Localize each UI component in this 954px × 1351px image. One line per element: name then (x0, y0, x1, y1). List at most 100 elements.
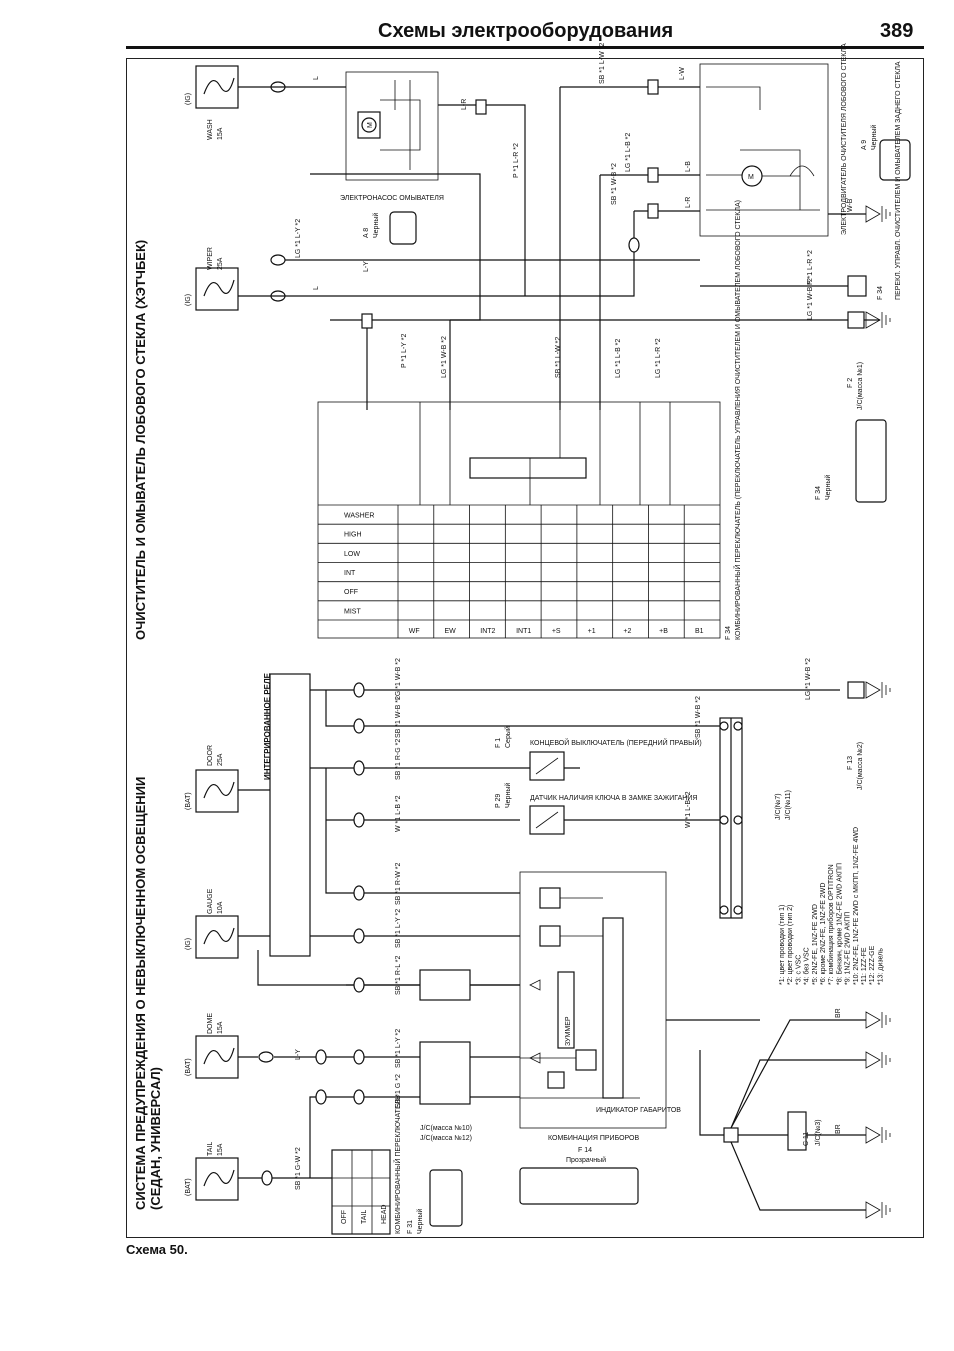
wire-lr: L-R (461, 99, 468, 110)
key-sensor: P 29 Черный ДАТЧИК НАЛИЧИЯ КЛЮЧА В ЗАМКЕ… (495, 783, 697, 835)
fuse-dome-rating: 15A (217, 1021, 224, 1034)
wire-sb-lw-2: SB *1 L-W *2 (555, 337, 562, 378)
wire-sb-rl: SB *1 R-L *2 (395, 955, 402, 995)
footnote: *7: комбинация приборов OPTITRON (827, 864, 835, 985)
fuse-connectors (270, 81, 286, 302)
ground-symbols (865, 1011, 891, 1219)
table-row-label: MIST (344, 608, 361, 615)
footnote: *11: 1ZZ-FE (861, 947, 868, 985)
footnote: *8: Бензин, кроме 1NZ-FE 2WD АКПП (836, 863, 843, 985)
diagram-frame (126, 58, 924, 1238)
rear-wiper-switch: P *1 L-R *2 ПЕРЕКЛ. УПРАВЛ. ОЧИСТИТЕЛЕМ … (700, 61, 902, 300)
jc-n11-label: J/C(№11) (785, 790, 792, 820)
fuse-gauge-rating: 10A (217, 901, 224, 914)
fuse-door: (BAT) DOOR 25A (185, 745, 239, 813)
combo-switch-conn: F 34 (725, 626, 732, 640)
light-switch: OFF TAIL HEAD КОМБИНИРОВАННЫЙ ПЕРЕКЛЮЧАТ… (331, 1095, 463, 1235)
fuse-tail: (BAT) TAIL 15A (185, 1142, 239, 1201)
wire-lr-2: L-R (685, 197, 692, 208)
fuse-gauge: (IG) GAUGE 10A (185, 888, 239, 959)
wiper-motor-label: ЭЛЕКТРОДВИГАТЕЛЬ ОЧИСТИТЕЛЯ ЛОБОВОГО СТЕ… (841, 43, 848, 235)
wire-lg-ly: LG *1 L-Y *2 (295, 219, 302, 258)
integrated-relay: ИНТЕГРИРОВАННОЕ РЕЛЕ (238, 672, 520, 986)
wire-w-lb-2: W *1 L-B *2 (685, 791, 692, 828)
fuse-tail-supply: (BAT) (185, 1178, 192, 1196)
door-switch: F 1 Серый КОНЦЕВОЙ ВЫКЛЮЧАТЕЛЬ (ПЕРЕДНИЙ… (495, 726, 702, 781)
cluster-conn: F 14 (578, 1147, 592, 1154)
header-rule (126, 46, 924, 49)
section-title-warning-sub: (СЕДАН, УНИВЕРСАЛ) (148, 1067, 163, 1210)
wiper-motor-conn: A 9 (861, 140, 868, 150)
wire-sb-rg: SB *1 R-G *2 (395, 739, 402, 780)
wire-ly-2: L-Y (295, 1049, 302, 1060)
fuse-wash-name: WASH (207, 119, 214, 140)
wire-sb-ly-2: SB *1 L-Y *2 (395, 1029, 402, 1068)
jc-n3-conn: C 11 (803, 1132, 810, 1146)
fuse-tail-rating: 15A (217, 1143, 224, 1156)
light-switch-row-off: OFF (341, 1210, 348, 1224)
footnote: *10: 2NZ-FE, 1NZ-FE 2WD с МКПП, 1NZ-FE 4… (853, 827, 860, 985)
fuse-dome-supply: (BAT) (185, 1058, 192, 1076)
wire-br-1: BR (835, 1008, 842, 1018)
footnote: *9: 1NZ-FE 2WD АКПП (845, 912, 852, 985)
jc-mass10-label: J/C(масса №10) (420, 1125, 472, 1132)
wire-sb-wb-2: SB *1 W-B *2 (695, 696, 702, 738)
wire-lg-lr: LG *1 L-R *2 (655, 338, 662, 378)
fuse-wiper-name: WIPER (207, 247, 214, 270)
wire-l-1: L (313, 76, 320, 80)
jc-n3-label: J/C(№3) (815, 1119, 822, 1146)
wire-lw: L-W (679, 67, 686, 80)
wiper-motor-color: Черный (870, 125, 878, 150)
fuse-wiper-rating: 25A (217, 257, 224, 270)
footnote: *5: 2NZ-FE, 1NZ-FE 2WD (812, 904, 819, 985)
key-sensor-conn: P 29 (495, 794, 502, 808)
wire-sb-rw: SB *1 R-W *2 (395, 862, 402, 905)
fuse-wash-supply: (IG) (185, 93, 192, 105)
wire-sb-ly-1: SB *1 L-Y *2 (395, 909, 402, 948)
figure-caption: Схема 50. (126, 1242, 188, 1257)
table-row-label: HIGH (344, 532, 362, 539)
fuse-wash-rating: 15A (217, 127, 224, 140)
jc-mass-2: LG *1 W-B *2 F 13 J/C(масса №2) (805, 658, 891, 790)
door-switch-color: Серый (504, 726, 512, 748)
wire-sb-lw: SB *1 L-W *2 (599, 43, 606, 84)
fuse-wiper-supply: (IG) (185, 294, 192, 306)
washer-pump-conn: A 8 (363, 228, 370, 238)
jc-nodes (719, 721, 743, 915)
combo-switch-label: КОМБИНИРОВАННЫЙ ПЕРЕКЛЮЧАТЕЛЬ (ПЕРЕКЛЮЧА… (733, 200, 742, 640)
footnote: *12: 2ZZ-GE (869, 945, 876, 985)
key-sensor-color: Черный (504, 783, 512, 808)
cluster-label: КОМБИНАЦИЯ ПРИБОРОВ (548, 1135, 639, 1142)
light-switch-conn: F 31 (407, 1220, 414, 1234)
jc-mass12-label: J/C(масса №12) (420, 1135, 472, 1142)
wire-sb-lb: SB *1 W-B *2 (611, 163, 618, 205)
fuse-wash: (IG) WASH 15A (185, 65, 239, 140)
wire-p-ly: P *1 L-Y *2 (401, 334, 408, 368)
rear-switch-conn: F 34 (877, 286, 884, 300)
light-switch-row-tail: TAIL (361, 1210, 368, 1224)
footnotes: *1: цвет проводки (тип 1)*2: цвет провод… (779, 827, 884, 985)
washer-pump: M ЭЛЕКТРОНАСОС ОМЫВАТЕЛЯ A 8 Черный (340, 71, 444, 245)
page-title: Схемы электрооборудования (378, 20, 674, 42)
footnote: *4: без VSC (803, 947, 811, 985)
relay-label: ИНТЕГРИРОВАННОЕ РЕЛЕ (263, 672, 272, 780)
table-col-label: +1 (588, 628, 596, 635)
jc-n7-label: J/C(№7) (775, 793, 782, 820)
wire-lg-lb: LG *1 L-B *2 (625, 133, 632, 172)
wire-lg-wb-2: LG *1 W-B *2 (441, 336, 448, 378)
section-title-wiper: ОЧИСТИТЕЛЬ И ОМЫВАТЕЛЬ ЛОБОВОГО СТЕКЛА (… (133, 240, 148, 640)
wire-l-2: L (313, 286, 320, 290)
wire-p-lr-2: P *1 L-R *2 (807, 250, 814, 285)
light-switch-row-head: HEAD (381, 1205, 388, 1224)
table-col-label: INT2 (480, 628, 495, 635)
fuse-gauge-supply: (IG) (185, 938, 192, 950)
footnote: *1: цвет проводки (тип 1) (779, 905, 786, 985)
lower-connectors (258, 977, 365, 1186)
wire-ly-1: L-Y (363, 261, 370, 272)
wire-lg-wb-3: LG *1 W-B *2 (395, 658, 402, 700)
wire-sb-wb-1: SB *1 W-B *2 (395, 696, 402, 738)
table-col-label: +S (552, 628, 561, 635)
table-col-label: EW (445, 628, 457, 635)
